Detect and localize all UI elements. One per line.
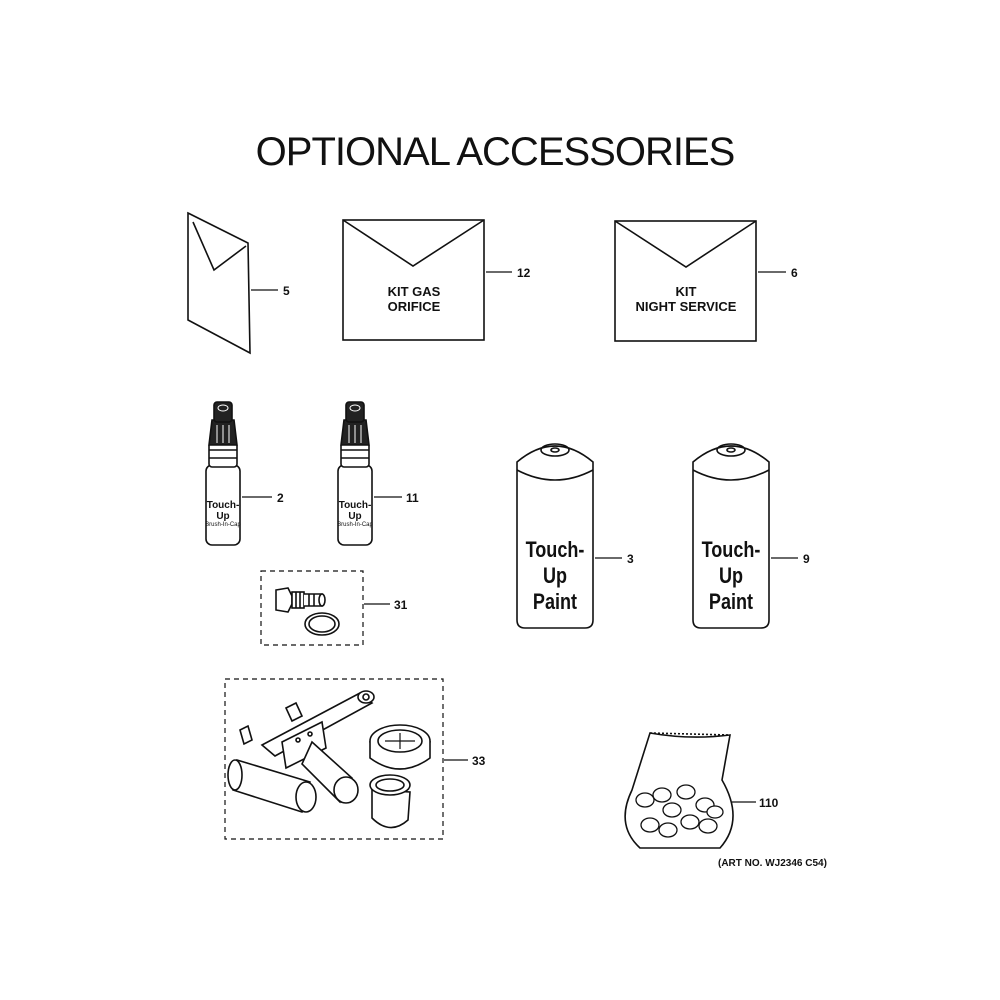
spray-can-label: Touch-Up Paint [690,537,772,615]
callout-2: 2 [277,491,284,505]
envelope-label-line: ORIFICE [387,299,441,314]
page-title: OPTIONAL ACCESSORIES [255,130,736,174]
brush-label-sub: Brush-In-Cap [337,522,373,528]
touch-up-brush-bottle-icon [337,401,402,546]
touch-up-brush-bottle-icon [205,401,272,546]
brush-label-sub: Brush-In-Cap [205,522,241,528]
callout-3: 3 [627,552,634,566]
can-label-line: Paint [532,589,578,614]
brush-bottle-label: Touch-Up Brush-In-Cap [335,500,375,528]
can-label-line: Paint [708,589,754,614]
burner-pipe-assembly-icon [224,678,468,840]
fitting-and-o-ring-icon [260,570,390,646]
can-label-line: Touch-Up [525,537,585,588]
folded-sheet-icon [187,211,278,355]
callout-5: 5 [283,284,290,298]
can-label-line: Touch-Up [701,537,761,588]
spray-can-icon [692,443,798,629]
envelope-label-night-service: KIT NIGHT SERVICE [620,284,752,314]
envelope-night-service-icon [614,220,786,342]
brush-bottle-label: Touch-Up Brush-In-Cap [203,500,243,528]
callout-9: 9 [803,552,810,566]
callout-110: 110 [759,796,779,810]
callout-12: 12 [517,266,531,280]
callout-11: 11 [406,491,419,505]
brush-label-main: Touch-Up [338,500,372,522]
envelope-label-gas-orifice: KIT GAS ORIFICE [350,284,478,314]
envelope-label-line: KIT [675,284,697,299]
art-number: (ART NO. WJ2346 C54) [718,858,827,869]
bag-of-orifices-icon [624,732,756,849]
callout-6: 6 [791,266,798,280]
envelope-label-line: NIGHT SERVICE [635,299,737,314]
brush-label-main: Touch-Up [206,500,240,522]
envelope-label-line: KIT GAS [387,284,441,299]
callout-31: 31 [394,598,408,612]
envelope-gas-orifice-icon [342,219,512,341]
callout-33: 33 [472,754,486,768]
spray-can-icon [516,443,622,629]
spray-can-label: Touch-Up Paint [514,537,596,615]
